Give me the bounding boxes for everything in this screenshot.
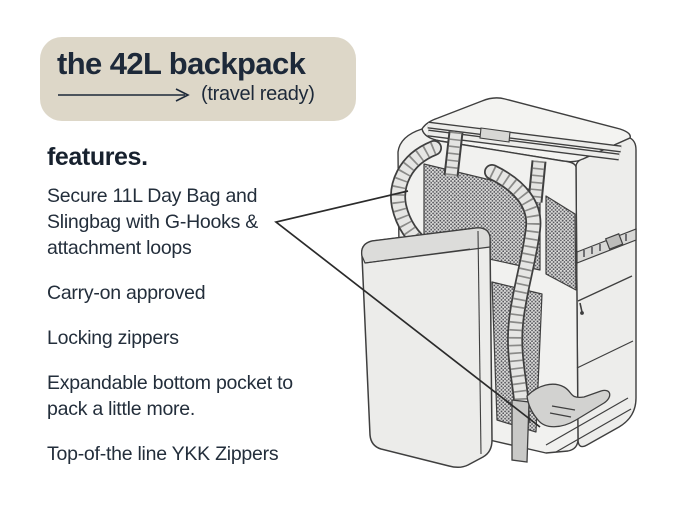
right-arrow-icon [58, 87, 190, 102]
features-heading: features. [47, 143, 148, 171]
side-zipper [576, 275, 634, 369]
strap-anchor-webbing [443, 131, 547, 203]
badge-title: the 42L backpack [57, 46, 306, 81]
badge-subtitle: (travel ready) [201, 83, 315, 105]
badge-subtitle-row: (travel ready) [57, 83, 339, 106]
feature-item-expandable-pocket: Expandable bottom pocket to pack a littl… [47, 372, 293, 420]
feature-item-ykk-zippers: Top-of-the line YKK Zippers [47, 443, 279, 465]
feature-item-locking-zippers: Locking zippers [47, 327, 179, 349]
day-bag [360, 227, 493, 469]
features-section: features. Secure 11L Day Bag and Slingba… [47, 143, 309, 486]
g-hook [526, 383, 611, 428]
callout-lines [274, 190, 541, 428]
right-shoulder-strap [484, 164, 542, 428]
title-badge: the 42L backpack (travel ready) [40, 37, 356, 121]
feature-item-carry-on: Carry-on approved [47, 282, 206, 304]
strap-tail [511, 399, 530, 463]
side-webbing-strip [576, 228, 637, 264]
feature-item-secure-day-bag: Secure 11L Day Bag and Slingbag with G-H… [47, 185, 259, 259]
top-handle [427, 121, 622, 161]
